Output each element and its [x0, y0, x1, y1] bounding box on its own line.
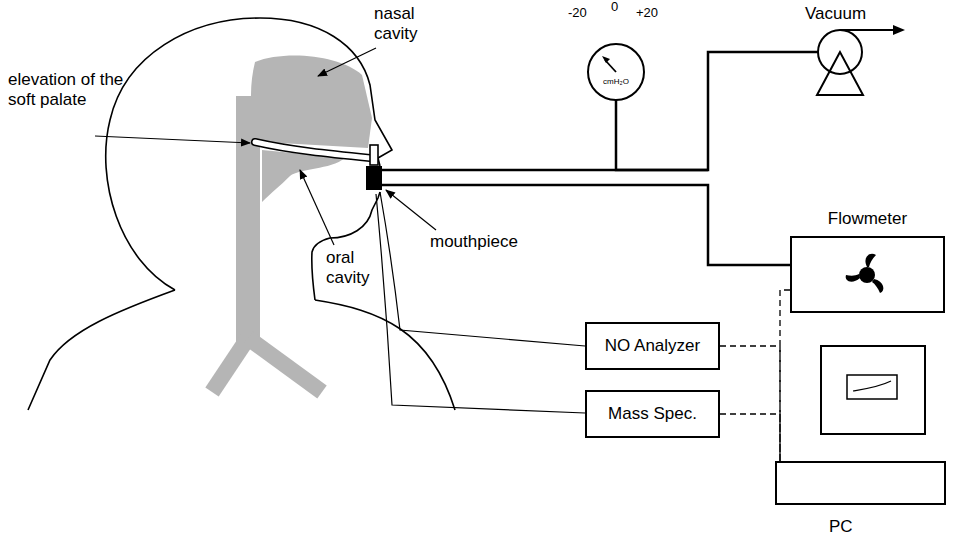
- node-label: Vacuum: [805, 4, 866, 24]
- soft-palate: [255, 142, 370, 158]
- part-label: elevation of the soft palate: [8, 70, 126, 110]
- node-label: Flowmeter: [790, 209, 945, 229]
- analyzer-box: NO Analyzer: [585, 322, 720, 370]
- node-label: 0: [611, 0, 618, 15]
- computer: PC: [775, 345, 947, 545]
- data-line: [720, 414, 780, 462]
- data-line: [720, 346, 780, 462]
- tube: [382, 185, 790, 265]
- sample-line: [380, 192, 585, 346]
- mouthpiece: [366, 166, 382, 190]
- bronchi: [212, 338, 322, 392]
- nose-clip: [370, 145, 378, 165]
- vacuum-pump: Vacuum: [795, 0, 910, 100]
- node-label: PC: [829, 517, 853, 537]
- node-label: NO Analyzer: [605, 336, 700, 356]
- leader-arrow: [300, 170, 334, 245]
- leader-arrow: [318, 48, 376, 76]
- part-label: oral cavity: [326, 248, 382, 288]
- airway: [236, 56, 372, 346]
- sample-line: [376, 194, 585, 413]
- head-outline: [106, 18, 392, 300]
- node-label: +20: [636, 6, 658, 21]
- leader-arrow: [386, 190, 436, 230]
- flowmeter: Flowmeter: [790, 205, 945, 313]
- node-label: Mass Spec.: [608, 404, 697, 424]
- soft-palate: [255, 142, 370, 158]
- tube: [616, 52, 818, 170]
- pressure-gauge: -20 0 +20 cmH₂O: [568, 2, 664, 102]
- computer-shape: [775, 345, 947, 545]
- analyzer-box: Mass Spec.: [585, 390, 720, 438]
- part-label: mouthpiece: [430, 232, 518, 252]
- part-label: nasal cavity: [374, 4, 438, 44]
- node-label: -20: [568, 6, 587, 21]
- leader-arrow: [95, 136, 250, 143]
- node-label: cmH₂O: [568, 77, 664, 86]
- data-line: [780, 290, 790, 462]
